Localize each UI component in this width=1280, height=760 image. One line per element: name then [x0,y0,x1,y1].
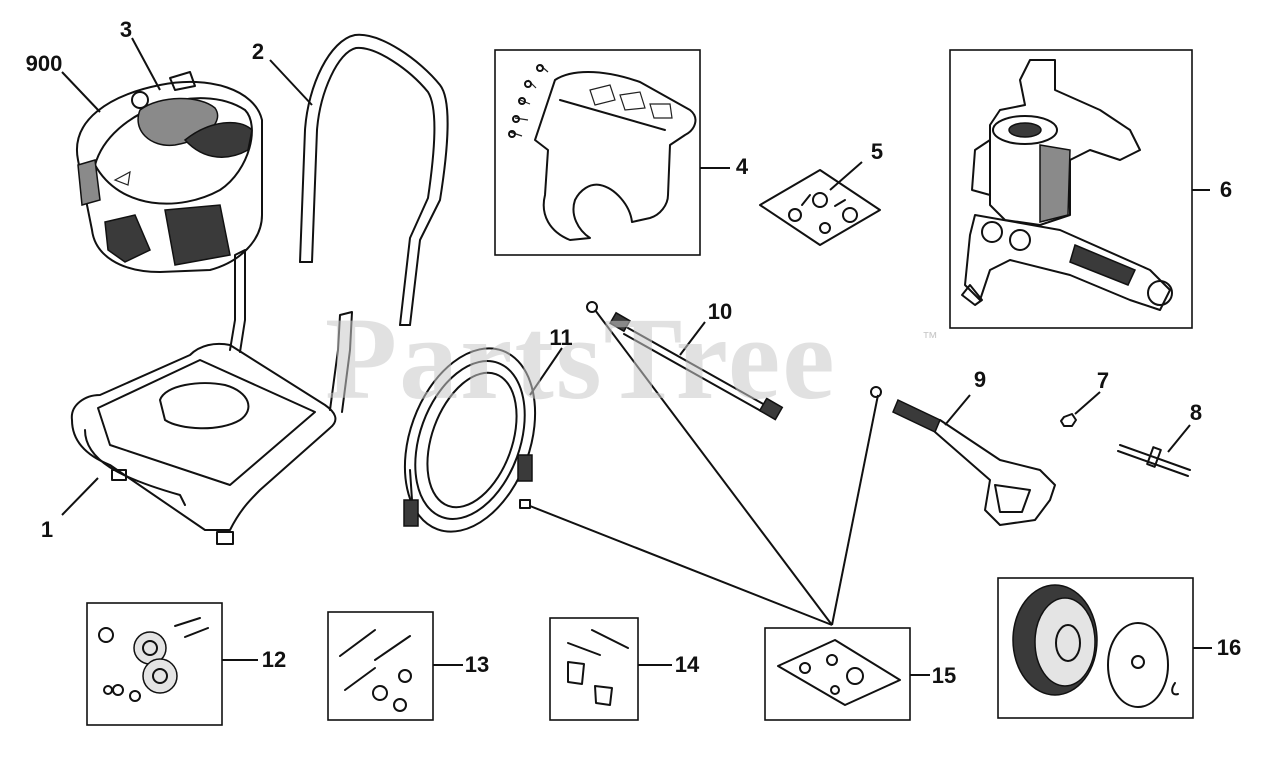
kit-15-part[interactable] [777,639,901,706]
callout-9[interactable]: 9 [973,367,987,392]
hardware-bag-part[interactable] [759,169,881,246]
callout-12[interactable]: 12 [261,647,287,672]
callout-15[interactable]: 15 [931,663,957,688]
bracket-part[interactable] [508,64,697,241]
spray-gun-part[interactable] [870,386,1056,526]
handle-part[interactable] [299,33,449,326]
lance-part[interactable] [586,301,784,421]
kit-14-box [549,617,639,721]
kit-13-part[interactable] [339,629,412,712]
callout-2[interactable]: 2 [251,39,265,64]
watermark: PartsTree [325,293,837,424]
callout-1[interactable]: 1 [40,517,54,542]
callout-4[interactable]: 4 [735,154,749,179]
kit-14-part[interactable] [567,629,629,706]
callout-13[interactable]: 13 [464,652,490,677]
callout-7[interactable]: 7 [1096,368,1110,393]
callout-10[interactable]: 10 [707,299,733,324]
callout-900[interactable]: 900 [25,51,63,76]
pump-part[interactable] [961,59,1173,311]
engine-part[interactable] [75,71,263,273]
kit-12-part[interactable] [98,617,209,702]
callout-14[interactable]: 14 [674,652,700,677]
frame-part[interactable] [70,249,353,545]
axle-part[interactable] [1117,444,1191,477]
callout-5[interactable]: 5 [870,139,884,164]
kit-13-box [327,611,434,721]
hose-part[interactable] [381,330,559,550]
callout-6[interactable]: 6 [1219,177,1233,202]
kit-12-box [86,602,223,726]
callout-8[interactable]: 8 [1189,400,1203,425]
callout-11[interactable]: 11 [549,325,573,350]
bracket-box [494,49,701,256]
callout-3[interactable]: 3 [119,17,133,42]
trademark-symbol: ™ [922,330,938,347]
wheel-part[interactable] [1012,584,1179,708]
nut-part[interactable] [1060,413,1077,427]
leader-lines [61,37,1212,676]
callout-16[interactable]: 16 [1216,635,1242,660]
